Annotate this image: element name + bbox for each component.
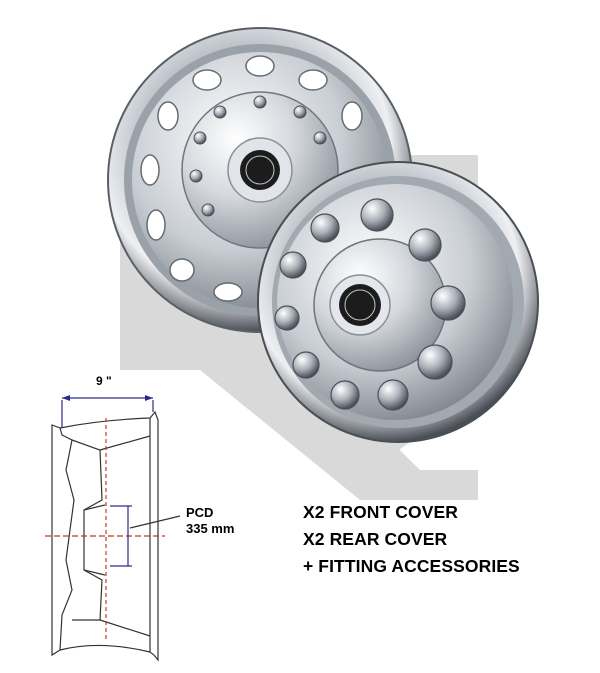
- pcd-label: PCD: [186, 505, 214, 520]
- rim-width-dimension-label: 9 ": [96, 374, 112, 388]
- pcd-value: 335 mm: [186, 521, 235, 536]
- caption-front-cover: X2 FRONT COVER: [303, 502, 459, 522]
- caption-fitting-accessories: + FITTING ACCESSORIES: [303, 556, 520, 576]
- front-wheel-nut-covers: [274, 198, 466, 411]
- caption-rear-cover: X2 REAR COVER: [303, 529, 448, 549]
- rear-wheel-bolts: [189, 95, 327, 217]
- wheel-cross-section-diagram: [45, 395, 181, 662]
- front-wheel-cover-image: [257, 161, 539, 443]
- rear-wheel-vent-holes: [140, 55, 363, 302]
